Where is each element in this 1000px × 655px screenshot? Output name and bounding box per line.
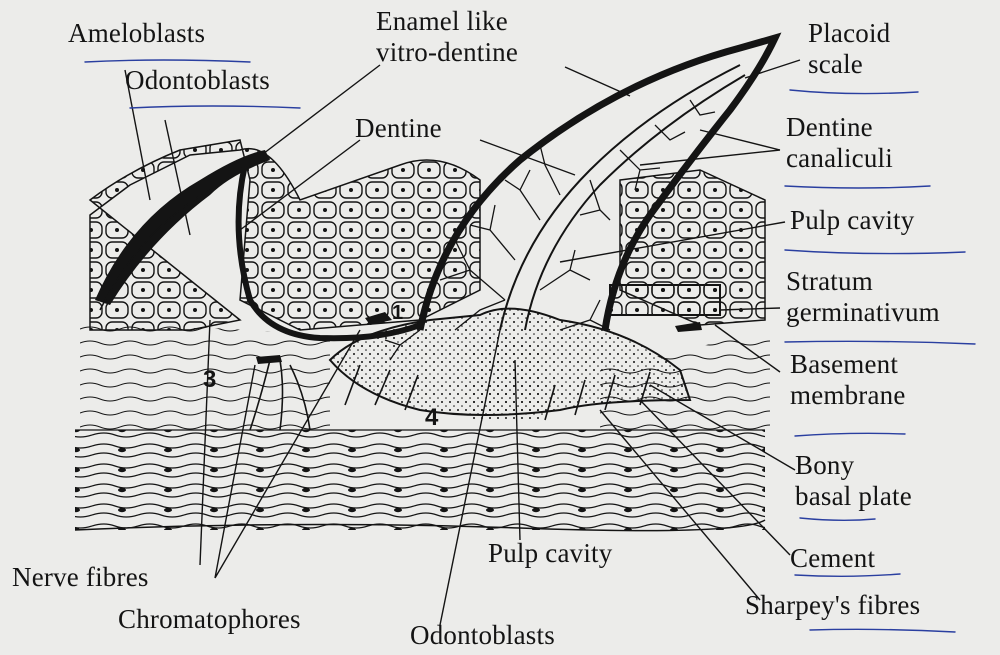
label-dentine: Dentine — [355, 113, 442, 144]
label-nerve-fibres: Nerve fibres — [12, 562, 149, 593]
region-number-1: 1 — [392, 300, 403, 326]
label-placoid-scale: Placoid scale — [808, 18, 890, 80]
label-pulp-cavity-bottom: Pulp cavity — [488, 538, 612, 569]
label-chromatophores: Chromatophores — [118, 604, 301, 635]
label-stratum-germinativum: Stratum germinativum — [786, 266, 940, 328]
label-odontoblasts-bottom: Odontoblasts — [410, 620, 555, 651]
label-ameloblasts: Ameloblasts — [68, 18, 205, 49]
region-number-4: 4 — [425, 405, 438, 431]
label-sharpeys-fibres: Sharpey's fibres — [745, 590, 920, 621]
label-cement: Cement — [790, 543, 875, 574]
label-bony-basal-plate: Bony basal plate — [795, 450, 912, 512]
dermis-layer — [75, 430, 765, 531]
label-dentine-canaliculi: Dentine canaliculi — [786, 112, 893, 174]
label-odontoblasts-top: Odontoblasts — [125, 65, 270, 96]
region-number-3: 3 — [203, 367, 216, 393]
label-basement-membrane: Basement membrane — [790, 349, 906, 411]
label-enamel-like-vitro-dentine: Enamel like vitro-dentine — [376, 6, 518, 68]
label-pulp-cavity-right: Pulp cavity — [790, 205, 914, 236]
